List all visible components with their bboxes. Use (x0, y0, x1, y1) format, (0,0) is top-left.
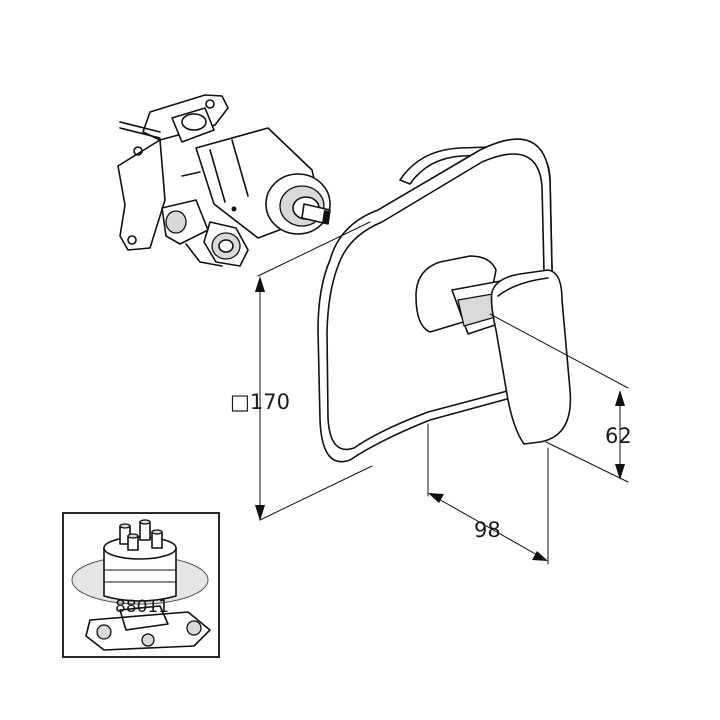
dimension-label-98: 98 (474, 518, 501, 542)
rough-in-valve-body (117, 94, 331, 267)
dimension-label-62: 62 (605, 424, 632, 448)
inset-part-number: 88011 (115, 597, 169, 617)
lever-handle (415, 255, 572, 445)
dimension-label-170: □170 (230, 390, 290, 414)
inset-box (62, 512, 220, 658)
dimension-lines (255, 221, 629, 565)
